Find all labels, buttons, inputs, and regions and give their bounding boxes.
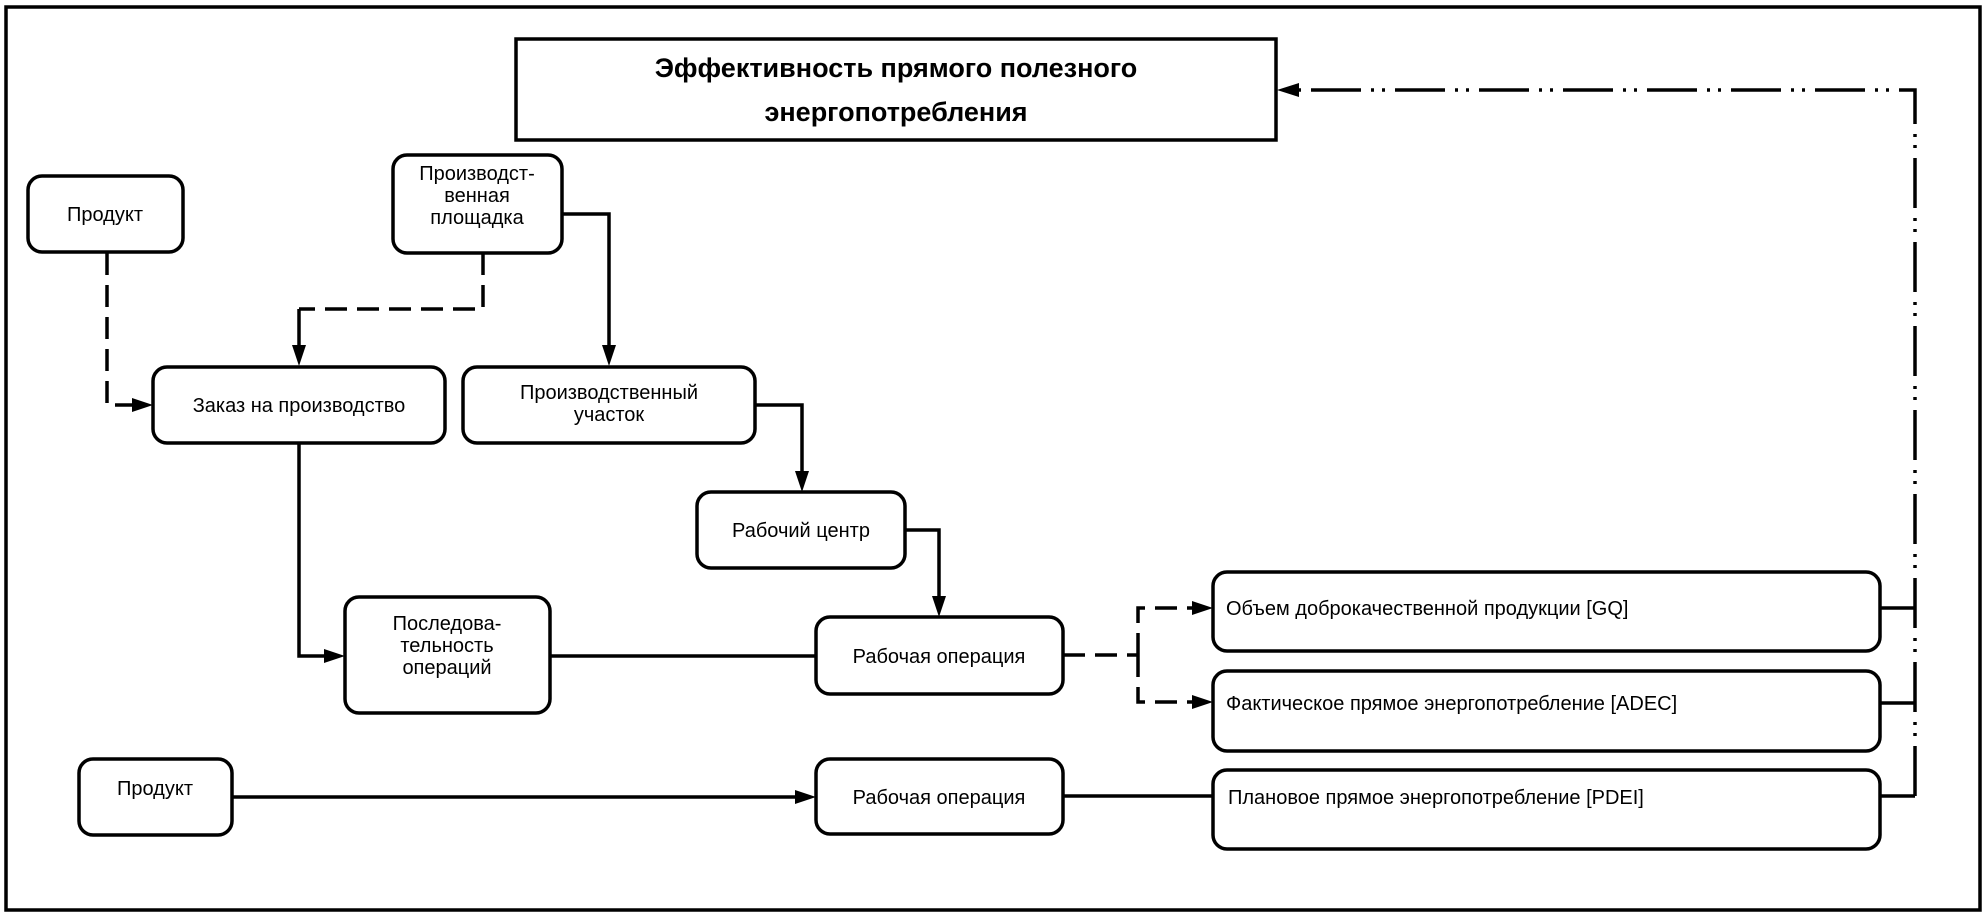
node-label: венная [444, 185, 510, 207]
arrowhead [932, 596, 946, 617]
node-production-site[interactable]: Производст- венная площадка [391, 153, 564, 255]
edge-bus-to-title [1296, 88, 1917, 796]
arrowhead [1192, 695, 1213, 709]
title-line: Эффективность прямого полезного [655, 53, 1138, 83]
node-label: Объем доброкачественной продукции [GQ] [1226, 598, 1628, 620]
node-label: Последова- [393, 613, 502, 635]
node-product-1[interactable]: Продукт [26, 174, 185, 254]
node-label: Производст- [419, 163, 535, 185]
title-box: Эффективность прямого полезного энергопо… [514, 37, 1278, 142]
node-label: Продукт [67, 204, 143, 226]
arrowhead [132, 398, 153, 412]
node-label: Фактическое прямое энергопотребление [AD… [1226, 693, 1677, 715]
node-label: Производственный [520, 382, 698, 404]
node-planned-direct-energy[interactable]: Плановое прямое энергопотребление [PDEI] [1211, 768, 1882, 851]
edge-branch-to-adec [1136, 655, 1195, 704]
edge-area-to-workcenter [755, 403, 804, 474]
node-label: операций [402, 657, 491, 679]
node-production-area[interactable]: Производственный участок [461, 365, 757, 445]
node-good-quantity[interactable]: Объем доброкачественной продукции [GQ] [1211, 570, 1882, 653]
node-label: площадка [430, 207, 524, 229]
node-production-order[interactable]: Заказ на производство [151, 365, 447, 445]
arrowhead [1277, 83, 1299, 97]
title-line: энергопотребления [764, 97, 1027, 127]
edge-site-to-area [562, 212, 611, 348]
edge-order-to-sequence [297, 443, 327, 658]
arrowhead [1192, 601, 1213, 615]
edge-branch-to-gq [1136, 606, 1195, 655]
node-operation-sequence[interactable]: Последова- тельность операций [343, 595, 552, 715]
edge-workcenter-to-operation [905, 528, 941, 599]
node-work-center[interactable]: Рабочий центр [695, 490, 907, 570]
node-label: Рабочая операция [853, 787, 1026, 809]
edge-site-to-order [299, 253, 485, 311]
node-label: тельность [400, 635, 493, 657]
outer-frame [4, 5, 1982, 912]
node-label: Плановое прямое энергопотребление [PDEI] [1228, 787, 1644, 809]
arrowhead [602, 345, 616, 366]
connectors [105, 83, 1917, 804]
node-work-operation-2[interactable]: Рабочая операция [814, 757, 1065, 836]
node-work-operation-1[interactable]: Рабочая операция [814, 615, 1065, 696]
arrowhead [795, 471, 809, 492]
arrowhead [324, 649, 345, 663]
node-label: Рабочая операция [853, 646, 1026, 668]
arrowhead [292, 345, 306, 366]
node-label: Заказ на производство [193, 395, 406, 417]
node-actual-direct-energy[interactable]: Фактическое прямое энергопотребление [AD… [1211, 669, 1882, 753]
node-product-2[interactable]: Продукт [77, 757, 234, 837]
arrowhead [795, 790, 816, 804]
edge-product-to-order [105, 253, 135, 407]
node-label: участок [574, 404, 645, 426]
node-label: Продукт [117, 778, 193, 800]
node-label: Рабочий центр [732, 520, 870, 542]
